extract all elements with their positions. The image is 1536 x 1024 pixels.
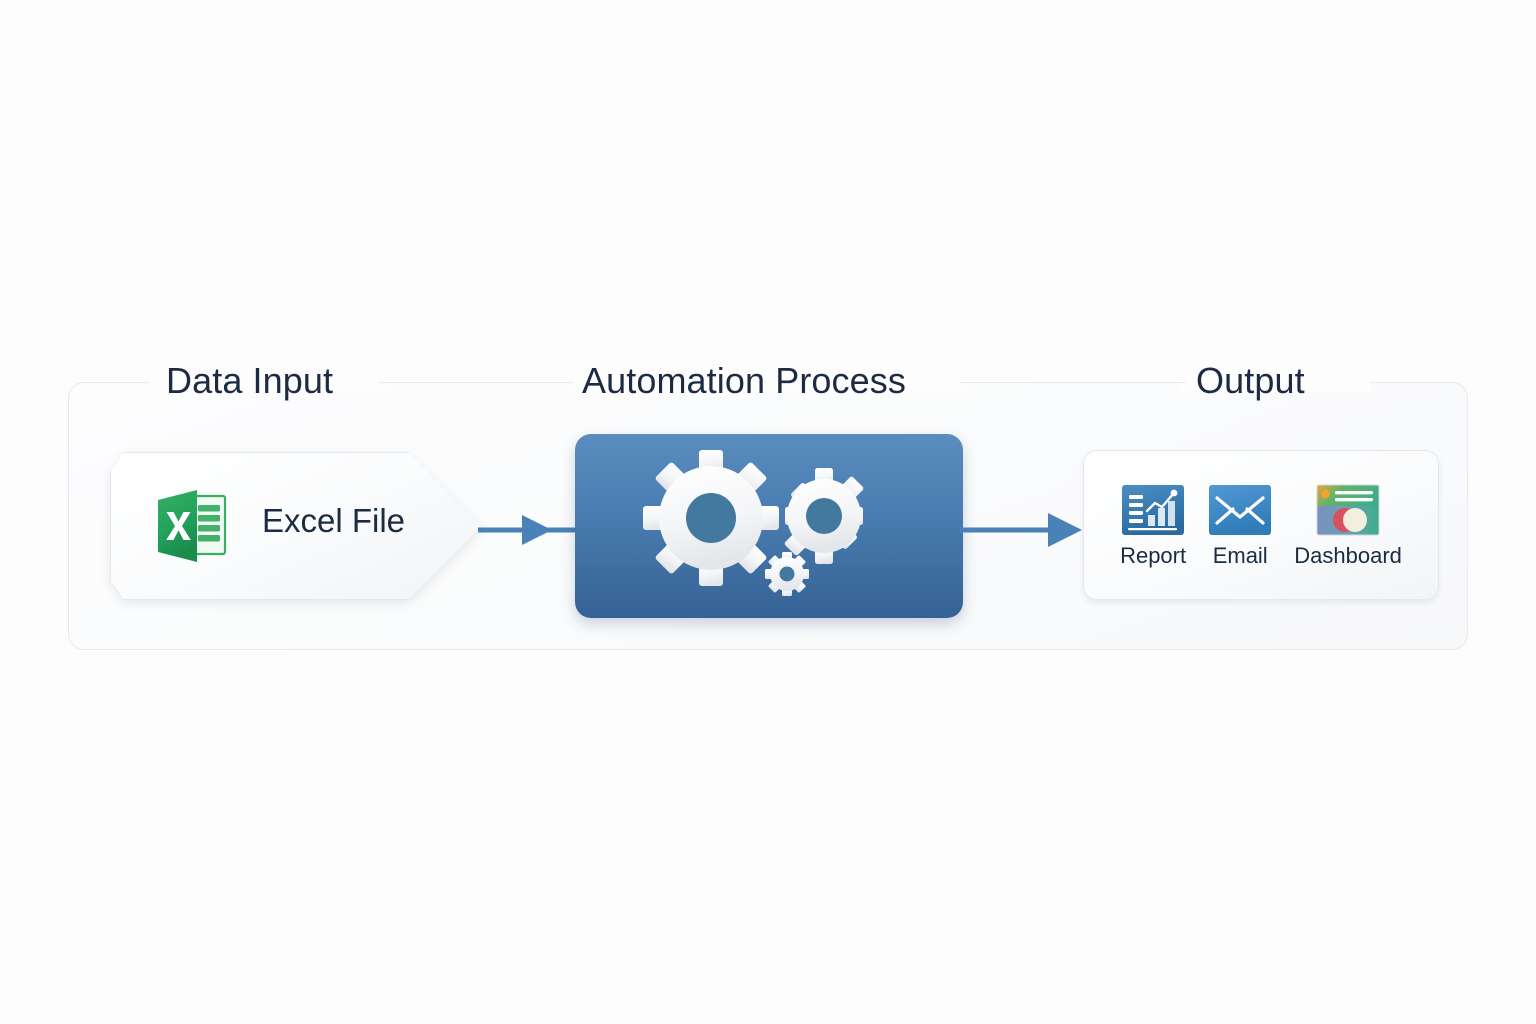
excel-file-icon [158,490,227,562]
output-label-email: Email [1212,542,1268,568]
output-label-dashboard: Dashboard [1294,542,1402,568]
arrow-process-to-output-icon [960,513,1082,547]
output-item-report[interactable]: Report [1120,484,1186,567]
legend-gap-output [1178,374,1370,392]
output-card[interactable]: Report Email [1083,450,1439,600]
section-label-output: Output [1196,360,1305,401]
gear-small [765,552,809,596]
output-item-email[interactable]: Email [1208,484,1272,567]
dashboard-icon [1316,484,1380,535]
automation-process-box[interactable] [575,434,963,618]
envelope-icon [1209,484,1272,535]
legend-gap-data-input [150,374,390,392]
output-label-report: Report [1120,542,1187,568]
gear-large [643,450,779,586]
output-item-dashboard[interactable]: Dashboard [1294,484,1402,567]
excel-file-label: Excel File [262,502,406,539]
section-label-automation-process: Automation Process [582,360,906,401]
legend-rule-right [960,381,1186,384]
gear-medium [784,468,864,564]
legend-gap-automation [566,374,966,392]
legend-rule-left [378,381,574,384]
arrow-input-to-process-icon [478,515,582,545]
gears-icon [643,450,864,596]
bar-chart-report-icon [1122,484,1185,535]
section-label-data-input: Data Input [166,360,334,401]
excel-file-card[interactable]: Excel File [110,452,482,600]
